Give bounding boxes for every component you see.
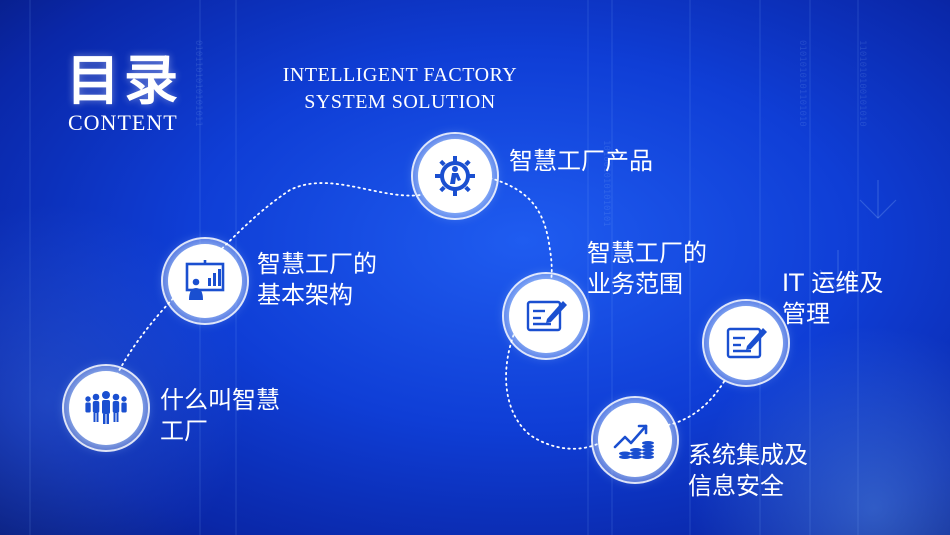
item-label-2: 智慧工厂的 基本架构 xyxy=(257,250,377,309)
subtitle: INTELLIGENT FACTORY SYSTEM SOLUTION xyxy=(242,62,558,116)
gear-worker-icon[interactable] xyxy=(411,132,499,220)
page-title: 目录 xyxy=(66,48,182,112)
edit-document-icon[interactable] xyxy=(502,272,590,360)
subtitle-line-2: SYSTEM SOLUTION xyxy=(304,91,496,113)
item-label-5: 系统集成及 信息安全 xyxy=(688,441,808,500)
item-label-4: 智慧工厂的 业务范围 xyxy=(587,239,707,298)
growth-chart-icon[interactable] xyxy=(591,396,679,484)
subtitle-line-1: INTELLIGENT FACTORY xyxy=(282,64,518,86)
item-label-1: 什么叫智慧 工厂 xyxy=(160,386,280,445)
people-group-icon[interactable] xyxy=(62,364,150,452)
edit-document-icon[interactable] xyxy=(702,299,790,387)
item-label-3: 智慧工厂产品 xyxy=(509,147,653,175)
item-label-6: IT 运维及 管理 xyxy=(782,269,884,328)
presentation-board-icon[interactable] xyxy=(161,237,249,325)
page-title-english: CONTENT xyxy=(68,110,178,135)
